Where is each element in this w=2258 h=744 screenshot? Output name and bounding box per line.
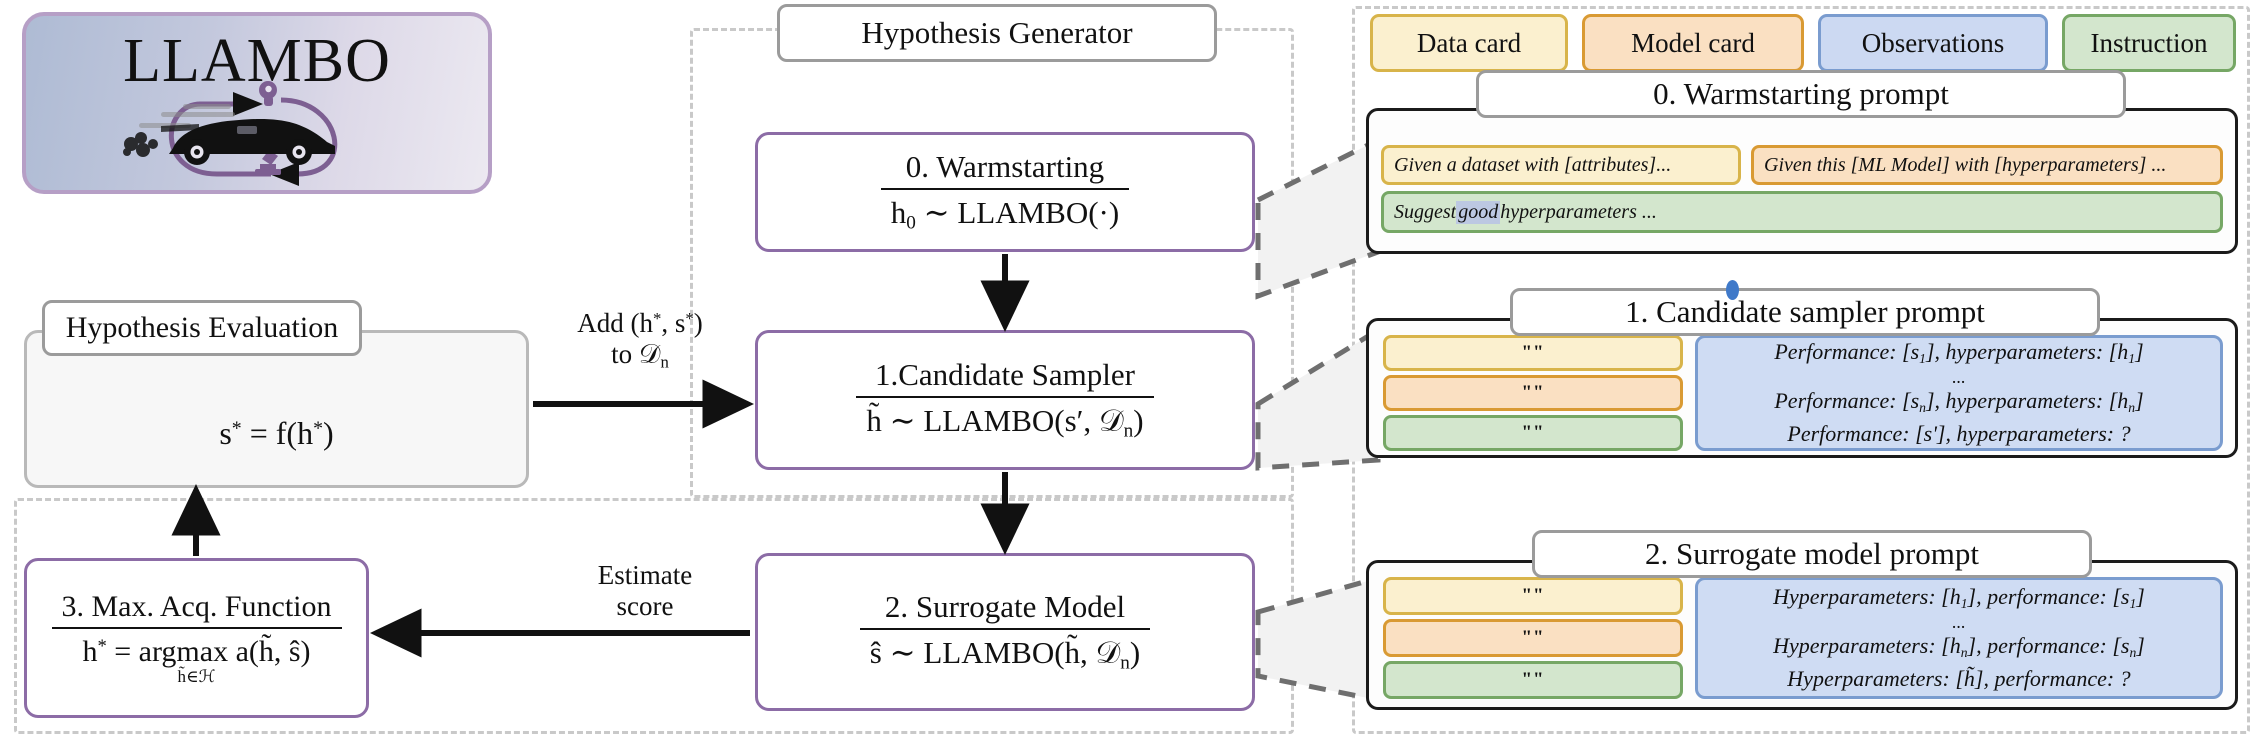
candidate-sampler-marker-dot bbox=[1726, 280, 1739, 300]
sports-car-icon bbox=[161, 119, 335, 165]
arrow-label-estimate-line1: Estimate bbox=[597, 560, 693, 590]
warmstart-instruction-pre: Suggest bbox=[1394, 200, 1457, 223]
legend-chip-instruction[interactable]: Instruction bbox=[2062, 14, 2236, 72]
panel-candidate-sampler-prompt: "" "" "" Performance: [s1], hyperparamet… bbox=[1366, 318, 2238, 458]
legend-chip-data-card[interactable]: Data card bbox=[1370, 14, 1568, 72]
step-candidate-sampler-box: 1.Candidate Sampler h̃ ∼ LLAMBO(s′, 𝒟n) bbox=[755, 330, 1255, 470]
max-acq-function-title: 3. Max. Acq. Function bbox=[61, 589, 332, 623]
step-candidate-sampler-title: 1.Candidate Sampler bbox=[875, 356, 1135, 392]
step-warmstarting-formula: h0 ∼ LLAMBO(·) bbox=[890, 195, 1120, 234]
candidate-observations-block[interactable]: Performance: [s1], hyperparameters: [h1]… bbox=[1695, 335, 2223, 451]
arrow-label-estimate-score: Estimate score bbox=[555, 560, 735, 622]
hypothesis-generator-title-tag: Hypothesis Generator bbox=[777, 4, 1217, 62]
step-warmstarting-box: 0. Warmstarting h0 ∼ LLAMBO(·) bbox=[755, 132, 1255, 252]
warmstart-instruction-post: hyperparameters ... bbox=[1500, 200, 1657, 223]
hypothesis-evaluation-box: s* = f(h*) bbox=[24, 330, 529, 488]
panel-candidate-sampler-title-tag: 1. Candidate sampler prompt bbox=[1510, 288, 2100, 336]
max-acq-function-formula: h* = argmax a(h̃, ŝ) bbox=[82, 635, 311, 669]
surrogate-obs-line-3: Hyperparameters: [hn], performance: [sn] bbox=[1773, 633, 2145, 660]
surrogate-data-card-chip[interactable]: "" bbox=[1383, 577, 1683, 615]
candidate-obs-line-3: Performance: [sn], hyperparameters: [hn] bbox=[1774, 388, 2144, 415]
candidate-model-card-chip[interactable]: "" bbox=[1383, 375, 1683, 411]
legend-chip-model-card[interactable]: Model card bbox=[1582, 14, 1804, 72]
legend-row: Data card Model card Observations Instru… bbox=[1370, 14, 2236, 72]
arrow-label-add-to-dataset: Add (h*, s*) to 𝒟n bbox=[545, 308, 735, 372]
surrogate-model-card-chip[interactable]: "" bbox=[1383, 619, 1683, 657]
logo-illustration bbox=[123, 81, 338, 186]
flow-arrows bbox=[171, 254, 1030, 658]
step-surrogate-model-formula: ŝ ∼ LLAMBO(h̃, 𝒟n) bbox=[869, 635, 1141, 674]
legend-chip-observations[interactable]: Observations bbox=[1818, 14, 2048, 72]
hypothesis-evaluation-title-tag: Hypothesis Evaluation bbox=[42, 300, 362, 356]
surrogate-observations-block[interactable]: Hyperparameters: [h1], performance: [s1]… bbox=[1695, 577, 2223, 699]
panel-surrogate-model-title-tag: 2. Surrogate model prompt bbox=[1532, 530, 2092, 578]
arrow-label-estimate-line2: score bbox=[616, 591, 674, 622]
max-acq-function-box: 3. Max. Acq. Function h* = argmax a(h̃, … bbox=[24, 558, 369, 718]
panel-surrogate-model-prompt: "" "" "" Hyperparameters: [h1], performa… bbox=[1366, 560, 2238, 710]
candidate-obs-line-2: ... bbox=[1952, 366, 1966, 387]
surrogate-obs-line-2: ... bbox=[1952, 611, 1966, 632]
llambo-logo-card: LLAMBO bbox=[22, 12, 492, 194]
arrow-label-add-line2: to 𝒟n bbox=[611, 339, 669, 372]
surrogate-obs-line-1: Hyperparameters: [h1], performance: [s1] bbox=[1773, 584, 2145, 612]
step-surrogate-model-title: 2. Surrogate Model bbox=[884, 588, 1126, 624]
warmstart-instruction-highlight: good bbox=[1456, 200, 1501, 224]
exhaust-smoke bbox=[123, 132, 158, 157]
candidate-instruction-chip[interactable]: "" bbox=[1383, 415, 1683, 451]
hypothesis-evaluation-formula: s* = f(h*) bbox=[219, 415, 334, 451]
surrogate-instruction-chip[interactable]: "" bbox=[1383, 661, 1683, 699]
step-surrogate-model-box: 2. Surrogate Model ŝ ∼ LLAMBO(h̃, 𝒟n) bbox=[755, 553, 1255, 711]
panel-warmstarting-prompt: Given a dataset with [attributes]... Giv… bbox=[1366, 108, 2238, 254]
max-acq-function-subscript: h̃∈ℋ bbox=[177, 667, 216, 687]
warmstart-instruction-row[interactable]: Suggest good hyperparameters ... bbox=[1381, 191, 2223, 233]
candidate-data-card-chip[interactable]: "" bbox=[1383, 335, 1683, 371]
arrow-label-add-line1: Add (h*, s*) bbox=[577, 308, 703, 338]
warmstart-data-card-row[interactable]: Given a dataset with [attributes]... bbox=[1381, 145, 1741, 185]
logo-wordmark: LLAMBO bbox=[123, 27, 391, 95]
panel-warmstarting-title-tag: 0. Warmstarting prompt bbox=[1476, 70, 2126, 118]
surrogate-obs-line-4: Hyperparameters: [h̃], performance: ? bbox=[1787, 665, 2131, 691]
lightbulb-icon bbox=[259, 81, 277, 106]
step-warmstarting-title: 0. Warmstarting bbox=[905, 148, 1105, 184]
candidate-obs-line-4: Performance: [s'], hyperparameters: ? bbox=[1787, 420, 2131, 446]
candidate-obs-line-1: Performance: [s1], hyperparameters: [h1] bbox=[1774, 339, 2144, 367]
warmstart-model-card-row[interactable]: Given this [ML Model] with [hyperparamet… bbox=[1751, 145, 2223, 185]
step-candidate-sampler-formula: h̃ ∼ LLAMBO(s′, 𝒟n) bbox=[866, 403, 1144, 442]
